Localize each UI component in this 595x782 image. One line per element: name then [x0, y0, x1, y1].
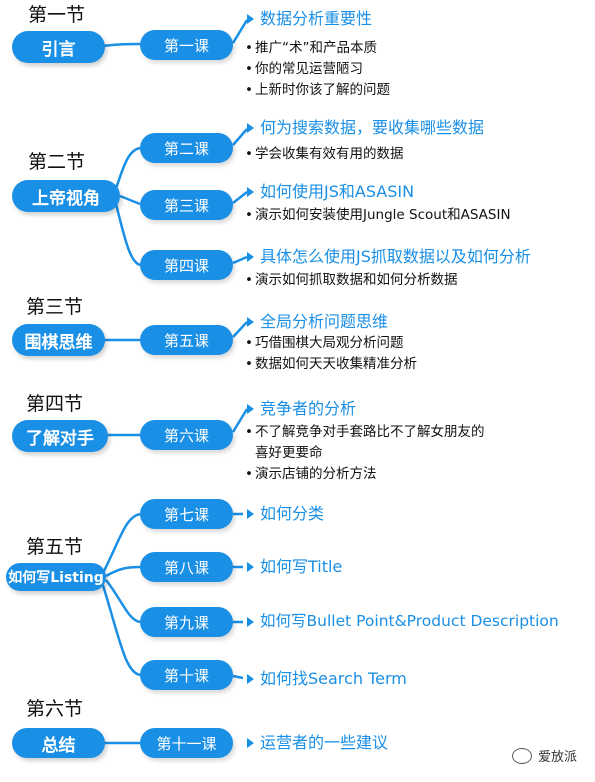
lesson-pill: 第十课 — [140, 660, 233, 690]
lesson-pill: 第六课 — [140, 420, 233, 450]
connector-line — [105, 579, 141, 624]
bullet-list: 演示如何抓取数据和如何分析数据 — [245, 270, 458, 291]
lesson-pill: 第四课 — [140, 250, 233, 280]
watermark: 爱放派 — [512, 746, 577, 765]
bullet-list: 巧借围棋大局观分析问题 数据如何天天收集精准分析 — [245, 333, 417, 375]
triangle-marker-icon — [247, 404, 254, 414]
bullet-list: 学会收集有效有用的数据 — [245, 144, 404, 165]
lesson-topic: 何为搜索数据，要收集哪些数据 — [247, 120, 484, 136]
connector-line — [232, 321, 248, 338]
connector-line — [119, 194, 141, 206]
triangle-marker-icon — [247, 187, 254, 197]
lesson-pill: 第五课 — [140, 325, 233, 355]
section-pill: 了解对手 — [12, 420, 108, 452]
section-title: 第一节 — [28, 4, 86, 26]
lesson-topic: 如何找Search Term — [247, 671, 407, 687]
lesson-pill: 第三课 — [140, 190, 233, 220]
connector-line — [232, 191, 248, 204]
bullet-item: 数据如何天天收集精准分析 — [245, 354, 417, 375]
triangle-marker-icon — [247, 123, 254, 133]
section-pill: 如何写Listing — [6, 563, 106, 591]
connector-line — [105, 565, 141, 578]
bullet-item: 演示如何安装使用Jungle Scout和ASASIN — [245, 205, 511, 226]
lesson-topic: 如何使用JS和ASASIN — [247, 184, 414, 200]
bullet-item: 巧借围棋大局观分析问题 — [245, 333, 417, 354]
lesson-pill: 第一课 — [140, 30, 233, 60]
connector-line — [100, 581, 141, 677]
lesson-topic: 运营者的一些建议 — [247, 735, 388, 751]
triangle-marker-icon — [247, 616, 254, 627]
lesson-topic: 竞争者的分析 — [247, 401, 356, 417]
lesson-topic: 如何分类 — [247, 506, 324, 522]
bullet-item: 你的常见运营陋习 — [245, 59, 390, 80]
connector-line — [100, 512, 141, 576]
watermark-text: 爱放派 — [538, 750, 578, 765]
connector-line — [232, 255, 248, 265]
lesson-pill: 第二课 — [140, 133, 233, 163]
section-title: 第三节 — [26, 296, 84, 318]
connector-line — [102, 42, 141, 48]
section-pill: 总结 — [12, 728, 105, 758]
connector-line — [231, 408, 249, 433]
wechat-icon — [512, 747, 532, 764]
section-pill: 围棋思维 — [12, 324, 105, 356]
triangle-marker-icon — [247, 14, 254, 24]
bullet-item: 演示店铺的分析方法 — [245, 464, 485, 485]
triangle-marker-icon — [247, 738, 254, 748]
lesson-pill: 第九课 — [140, 607, 233, 637]
lesson-topic: 全局分析问题思维 — [247, 314, 388, 330]
bullet-item: 上新时你该了解的问题 — [245, 80, 390, 101]
bullet-item: 学会收集有效有用的数据 — [245, 144, 404, 165]
section-title: 第六节 — [26, 698, 84, 720]
section-title: 第四节 — [26, 393, 84, 415]
connector-line — [232, 128, 248, 146]
triangle-marker-icon — [247, 252, 254, 262]
section-title: 第二节 — [28, 151, 86, 173]
lesson-topic: 如何写Title — [247, 559, 342, 575]
triangle-marker-icon — [247, 317, 254, 327]
bullet-list: 演示如何安装使用Jungle Scout和ASASIN — [245, 205, 511, 226]
bullet-item: 不了解竞争对手套路比不了解女朋友的 — [245, 422, 485, 443]
connector-line — [113, 199, 141, 267]
bullet-list: 推广“术”和产品本质 你的常见运营陋习 上新时你该了解的问题 — [245, 38, 390, 101]
lesson-pill: 第八课 — [140, 552, 233, 582]
triangle-marker-icon — [247, 509, 254, 519]
section-pill: 引言 — [12, 31, 105, 63]
triangle-marker-icon — [247, 562, 254, 572]
connector-line — [232, 674, 244, 680]
triangle-marker-icon — [247, 674, 254, 684]
lesson-topic: 具体怎么使用JS抓取数据以及如何分析 — [247, 249, 531, 265]
bullet-item: 演示如何抓取数据和如何分析数据 — [245, 270, 458, 291]
lesson-topic: 数据分析重要性 — [247, 11, 372, 27]
lesson-topic: 如何写Bullet Point&Product Description — [247, 613, 559, 630]
bullet-list: 不了解竞争对手套路比不了解女朋友的 喜好更要命 演示店铺的分析方法 — [245, 422, 485, 485]
lesson-pill: 第七课 — [140, 499, 233, 529]
connector-line — [231, 19, 249, 44]
bullet-item-continuation: 喜好更要命 — [255, 445, 323, 461]
bullet-item: 推广“术”和产品本质 — [245, 38, 390, 59]
section-title: 第五节 — [26, 536, 84, 558]
section-pill: 上帝视角 — [12, 180, 120, 212]
connector-line — [113, 146, 141, 193]
lesson-pill: 第十一课 — [140, 728, 233, 758]
